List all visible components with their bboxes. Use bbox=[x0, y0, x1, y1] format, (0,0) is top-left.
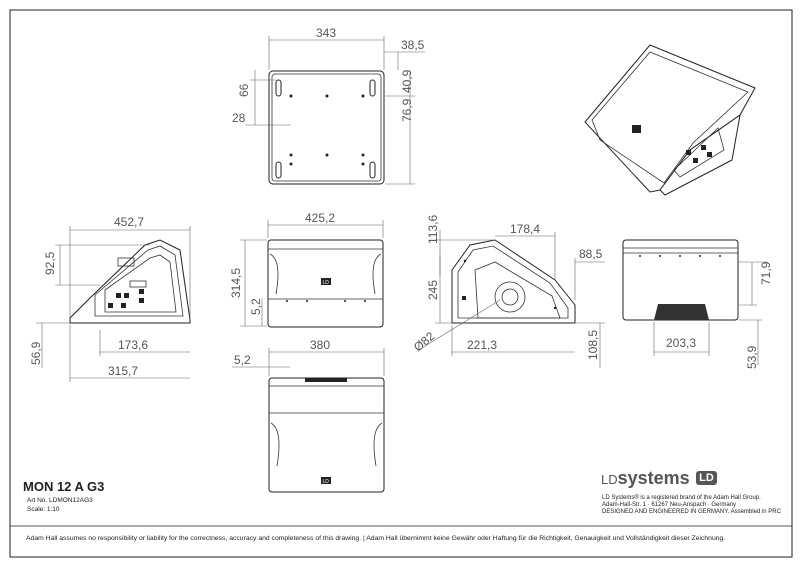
dim-top-right-v1: 40,9 bbox=[400, 69, 414, 93]
dim-top-left-v: 66 bbox=[237, 83, 251, 97]
dim-side2-v3: 108,5 bbox=[586, 330, 600, 360]
dim-side2-dia: Ø82 bbox=[411, 329, 438, 355]
dim-front-v2: 5,2 bbox=[249, 298, 263, 315]
logo-badge: LD bbox=[696, 471, 717, 485]
ld-systems-logo: LDsystems LD bbox=[601, 468, 751, 490]
dim-side2-v1: 113,6 bbox=[426, 215, 440, 244]
dim-side1-h1: 173,6 bbox=[118, 338, 148, 352]
drawing-title: MON 12 A G3 bbox=[23, 479, 105, 494]
dim-top-left-h: 28 bbox=[232, 111, 246, 125]
logo-systems-text: systems bbox=[617, 468, 690, 488]
bottom-view bbox=[232, 348, 385, 493]
dim-top-edge: 38,5 bbox=[401, 38, 425, 52]
drawing-scale: Scale: 1:10 bbox=[27, 506, 60, 513]
side-view-left bbox=[36, 226, 191, 382]
dim-bottom-width: 380 bbox=[310, 338, 330, 352]
front-logo: LD bbox=[323, 280, 330, 286]
bottom-logo: LD bbox=[323, 479, 330, 485]
front-view bbox=[240, 220, 384, 328]
dim-top-right-v2: 76,9 bbox=[400, 98, 414, 122]
dim-side1-v1: 92,5 bbox=[43, 251, 57, 275]
dim-back-v1: 71,9 bbox=[759, 261, 773, 285]
top-view bbox=[245, 36, 425, 185]
outer-frame bbox=[9, 9, 793, 558]
logo-ld-text: LD bbox=[601, 472, 618, 487]
dim-back-h2: 203,3 bbox=[666, 336, 696, 350]
dim-side2-h2: 221,3 bbox=[467, 338, 497, 352]
dim-back-h1: 88,5 bbox=[579, 247, 603, 261]
disclaimer-text: Adam Hall assumes no responsibility or l… bbox=[26, 535, 726, 542]
brand-line-2: Adam-Hall-Str. 1 · 61267 Neu-Anspach · G… bbox=[602, 502, 737, 508]
dim-side1-v2: 56,9 bbox=[29, 341, 43, 365]
dim-front-v1: 314,5 bbox=[229, 268, 243, 298]
dim-front-width: 425,2 bbox=[305, 211, 335, 225]
dim-side2-h1: 178,4 bbox=[510, 222, 540, 236]
back-view bbox=[622, 239, 768, 365]
dim-back-v2: 53,9 bbox=[745, 345, 759, 369]
dim-side2-v2: 245 bbox=[426, 280, 440, 300]
brand-line-3: DESIGNED AND ENGINEERED IN GERMANY. Asse… bbox=[602, 509, 781, 515]
dim-top-width: 343 bbox=[316, 26, 336, 40]
dim-side1-h2: 315,7 bbox=[108, 364, 138, 378]
isometric-view bbox=[584, 44, 756, 196]
side-view-right bbox=[421, 230, 605, 368]
dim-side1-width: 452,7 bbox=[114, 215, 144, 229]
brand-line-1: LD Systems® is a registered brand of the… bbox=[602, 495, 761, 501]
article-number: Art No. LDMON12AG3 bbox=[27, 497, 93, 504]
dim-bottom-h: 5,2 bbox=[234, 353, 251, 367]
